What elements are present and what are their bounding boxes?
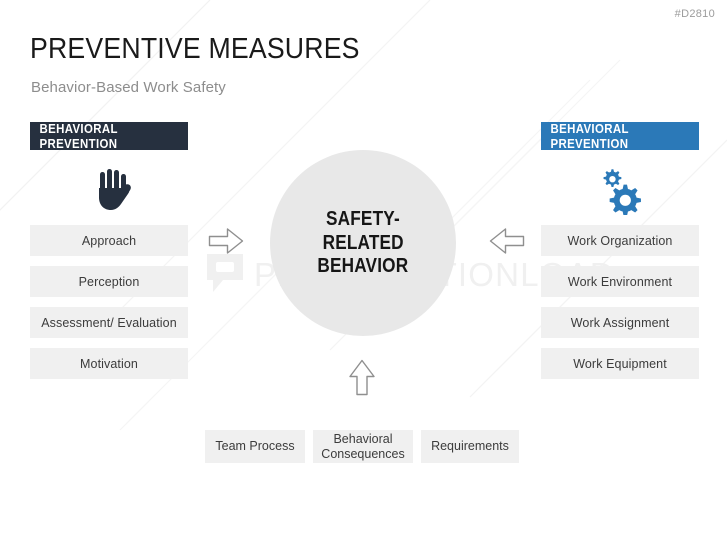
list-item[interactable]: Assessment/ Evaluation [30,307,188,338]
bottom-item-requirements[interactable]: Requirements [421,430,519,463]
center-line-3: BEHAVIOR [317,255,409,278]
bottom-item-line1: Team Process [215,439,295,454]
bottom-item-line2: Consequences [321,446,405,461]
center-circle: SAFETY- RELATED BEHAVIOR [270,150,456,336]
list-item[interactable]: Work Organization [541,225,699,256]
left-column-header-label: BEHAVIORAL PREVENTION [39,121,118,151]
list-item[interactable]: Work Assignment [541,307,699,338]
hand-icon [99,169,131,210]
bottom-item-line1: Behavioral [333,431,393,446]
bottom-item-team-process[interactable]: Team Process [205,430,305,463]
speech-bubble-logo-icon [207,254,243,292]
arrow-up-icon [349,359,375,396]
list-item[interactable]: Work Equipment [541,348,699,379]
left-column-header: BEHAVIORAL PREVENTION [30,121,188,151]
arrow-right-icon [208,228,244,254]
bottom-item-behavioral-consequences[interactable]: Behavioral Consequences [313,430,413,463]
document-id: #D2810 [674,8,715,20]
right-column-header: BEHAVIORAL PREVENTION [541,121,699,151]
page-subtitle: Behavior-Based Work Safety [31,79,226,96]
center-line-1: SAFETY- [326,208,400,231]
bottom-item-line1: Requirements [431,439,509,454]
list-item[interactable]: Perception [30,266,188,297]
arrow-left-icon [489,228,525,254]
right-column-header-label: BEHAVIORAL PREVENTION [550,121,629,151]
gears-icon [603,169,641,215]
list-item[interactable]: Work Environment [541,266,699,297]
list-item[interactable]: Motivation [30,348,188,379]
page-title: PREVENTIVE MEASURES [30,33,360,65]
center-line-2: RELATED [322,231,404,254]
list-item[interactable]: Approach [30,225,188,256]
